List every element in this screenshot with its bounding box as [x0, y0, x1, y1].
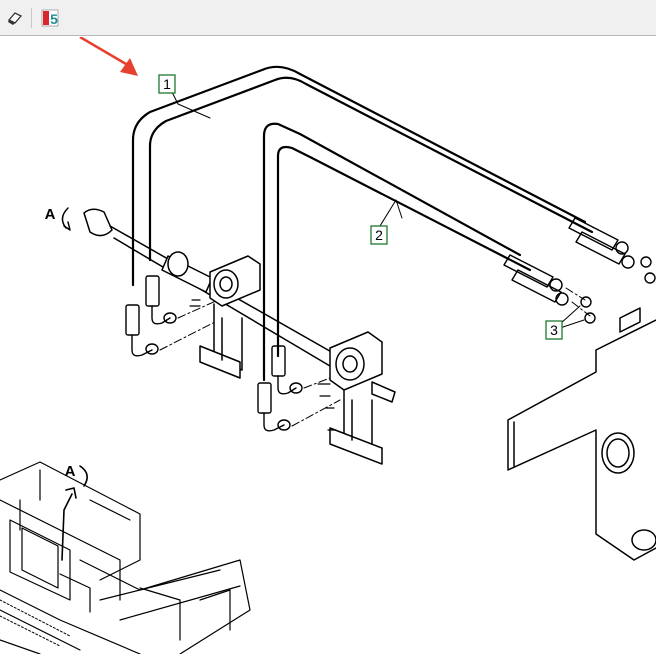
callout-3[interactable]: 3	[545, 320, 563, 340]
machine-overview-rails	[0, 599, 71, 647]
view-label-a-bottom: A	[65, 463, 76, 480]
bearing-housing-1	[199, 255, 261, 379]
view-a-arrow	[61, 465, 88, 561]
frame-plate	[507, 307, 656, 561]
red-pointer-arrow	[79, 37, 138, 76]
hose-2	[262, 122, 532, 382]
eraser-icon	[7, 11, 23, 25]
machine-overview	[0, 461, 251, 654]
drive-shaft-a	[61, 207, 336, 367]
eraser-button[interactable]	[4, 7, 26, 29]
toolbar-separator	[31, 7, 32, 28]
bearing-housing-2	[329, 331, 396, 465]
view-label-a-top: A	[45, 206, 56, 223]
fitting-group-left	[125, 275, 303, 432]
app-logo-icon: 5	[41, 9, 59, 27]
assembly-lines	[159, 287, 591, 427]
callout-1[interactable]: 1	[158, 74, 176, 94]
callout-3-label: 3	[550, 322, 558, 338]
bolts	[189, 299, 337, 431]
app-logo-button[interactable]: 5	[39, 7, 61, 29]
fitting-group-right	[503, 217, 656, 324]
toolbar: 5	[0, 0, 656, 36]
callout-2-label: 2	[375, 227, 383, 243]
callout-1-label: 1	[163, 76, 171, 92]
parts-drawing: 1 2 3 A A	[0, 37, 656, 654]
drawing-canvas[interactable]: 1 2 3 A A	[0, 37, 656, 654]
callout-2[interactable]: 2	[370, 225, 388, 245]
app-logo-text: 5	[50, 11, 58, 27]
hose-1	[131, 65, 594, 287]
callout-leaders	[171, 91, 585, 329]
